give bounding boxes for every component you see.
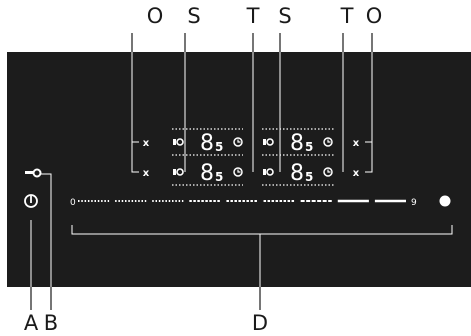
slider-max-label: 9 xyxy=(411,198,417,208)
zone-frames xyxy=(172,128,334,186)
zone-power-subscript: 5 xyxy=(305,140,313,154)
callout-s-right: S xyxy=(278,4,292,28)
key-lock-icon[interactable] xyxy=(25,168,42,178)
zone-power-subscript: 5 xyxy=(215,140,223,154)
zone-power-subscript: 5 xyxy=(215,170,223,184)
leader-lines-top xyxy=(131,33,373,52)
power-icon[interactable] xyxy=(24,194,38,208)
timer-clock-icon[interactable] xyxy=(323,167,333,177)
booster-icon[interactable] xyxy=(173,138,184,146)
callout-o-right: O xyxy=(365,4,383,28)
timer-clock-icon[interactable] xyxy=(233,167,243,177)
callout-d: D xyxy=(251,311,269,335)
zone-power-subscript: 5 xyxy=(305,170,313,184)
callout-b: B xyxy=(43,311,59,335)
callout-o-left: O xyxy=(146,4,164,28)
zone-off-x[interactable]: x xyxy=(143,138,150,149)
leader-lines-panel xyxy=(30,52,453,287)
timer-clock-icon[interactable] xyxy=(233,137,243,147)
callout-t-right: T xyxy=(340,4,354,28)
booster-icon[interactable] xyxy=(263,138,274,146)
zone-off-x[interactable]: x xyxy=(143,168,150,179)
callout-s-left: S xyxy=(187,4,201,28)
zone-power-digit: 8 xyxy=(290,131,304,156)
callout-a: A xyxy=(23,311,39,335)
zone-power-digit: 8 xyxy=(200,161,214,186)
callout-t-left: T xyxy=(246,4,260,28)
slider-min-label: 0 xyxy=(70,198,76,208)
zone-power-digit: 8 xyxy=(290,161,304,186)
zone-off-x[interactable]: x xyxy=(353,168,360,179)
booster-icon[interactable] xyxy=(263,168,274,176)
timer-clock-icon[interactable] xyxy=(323,137,333,147)
zone-off-x[interactable]: x xyxy=(353,138,360,149)
control-panel xyxy=(7,52,471,287)
slider-max-dot[interactable] xyxy=(439,195,451,207)
leader-lines-bottom xyxy=(30,287,261,310)
zone-power-digit: 8 xyxy=(200,131,214,156)
booster-icon[interactable] xyxy=(173,168,184,176)
